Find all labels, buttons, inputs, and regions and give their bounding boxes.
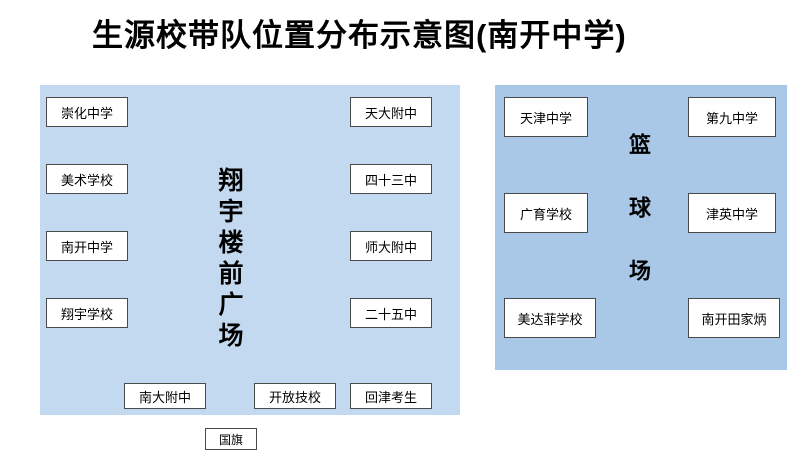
- school-box-dijiu: 第九中学: [688, 97, 776, 137]
- flag-box: 国旗: [205, 428, 257, 450]
- school-box-meishu: 美术学校: [46, 164, 128, 194]
- school-box-tianjiabing: 南开田家炳: [688, 298, 780, 338]
- school-box-kaifang: 开放技校: [254, 383, 336, 409]
- page-title: 生源校带队位置分布示意图(南开中学): [92, 18, 627, 53]
- plaza-label: 翔宇楼前广场: [215, 167, 242, 353]
- school-box-sishisan: 四十三中: [350, 164, 432, 194]
- school-box-shida: 师大附中: [350, 231, 432, 261]
- school-box-guangyu: 广育学校: [504, 193, 588, 233]
- school-box-meidafei: 美达菲学校: [504, 298, 596, 338]
- school-box-jinying: 津英中学: [688, 193, 776, 233]
- school-box-ershiwu: 二十五中: [350, 298, 432, 328]
- school-box-nankai: 南开中学: [46, 231, 128, 261]
- school-box-huijin: 回津考生: [350, 383, 432, 409]
- school-box-tianjin: 天津中学: [504, 97, 588, 137]
- school-box-chonghua: 崇化中学: [46, 97, 128, 127]
- school-box-tianda: 天大附中: [350, 97, 432, 127]
- school-box-nanda: 南大附中: [124, 383, 206, 409]
- school-box-xiangyu: 翔宇学校: [46, 298, 128, 328]
- court-label: 篮球场: [626, 133, 651, 322]
- plaza-area: 崇化中学 美术学校 南开中学 翔宇学校 天大附中 四十三中 师大附中 二十五中 …: [40, 85, 460, 415]
- court-area: 天津中学 广育学校 美达菲学校 第九中学 津英中学 南开田家炳 篮球场: [495, 85, 787, 370]
